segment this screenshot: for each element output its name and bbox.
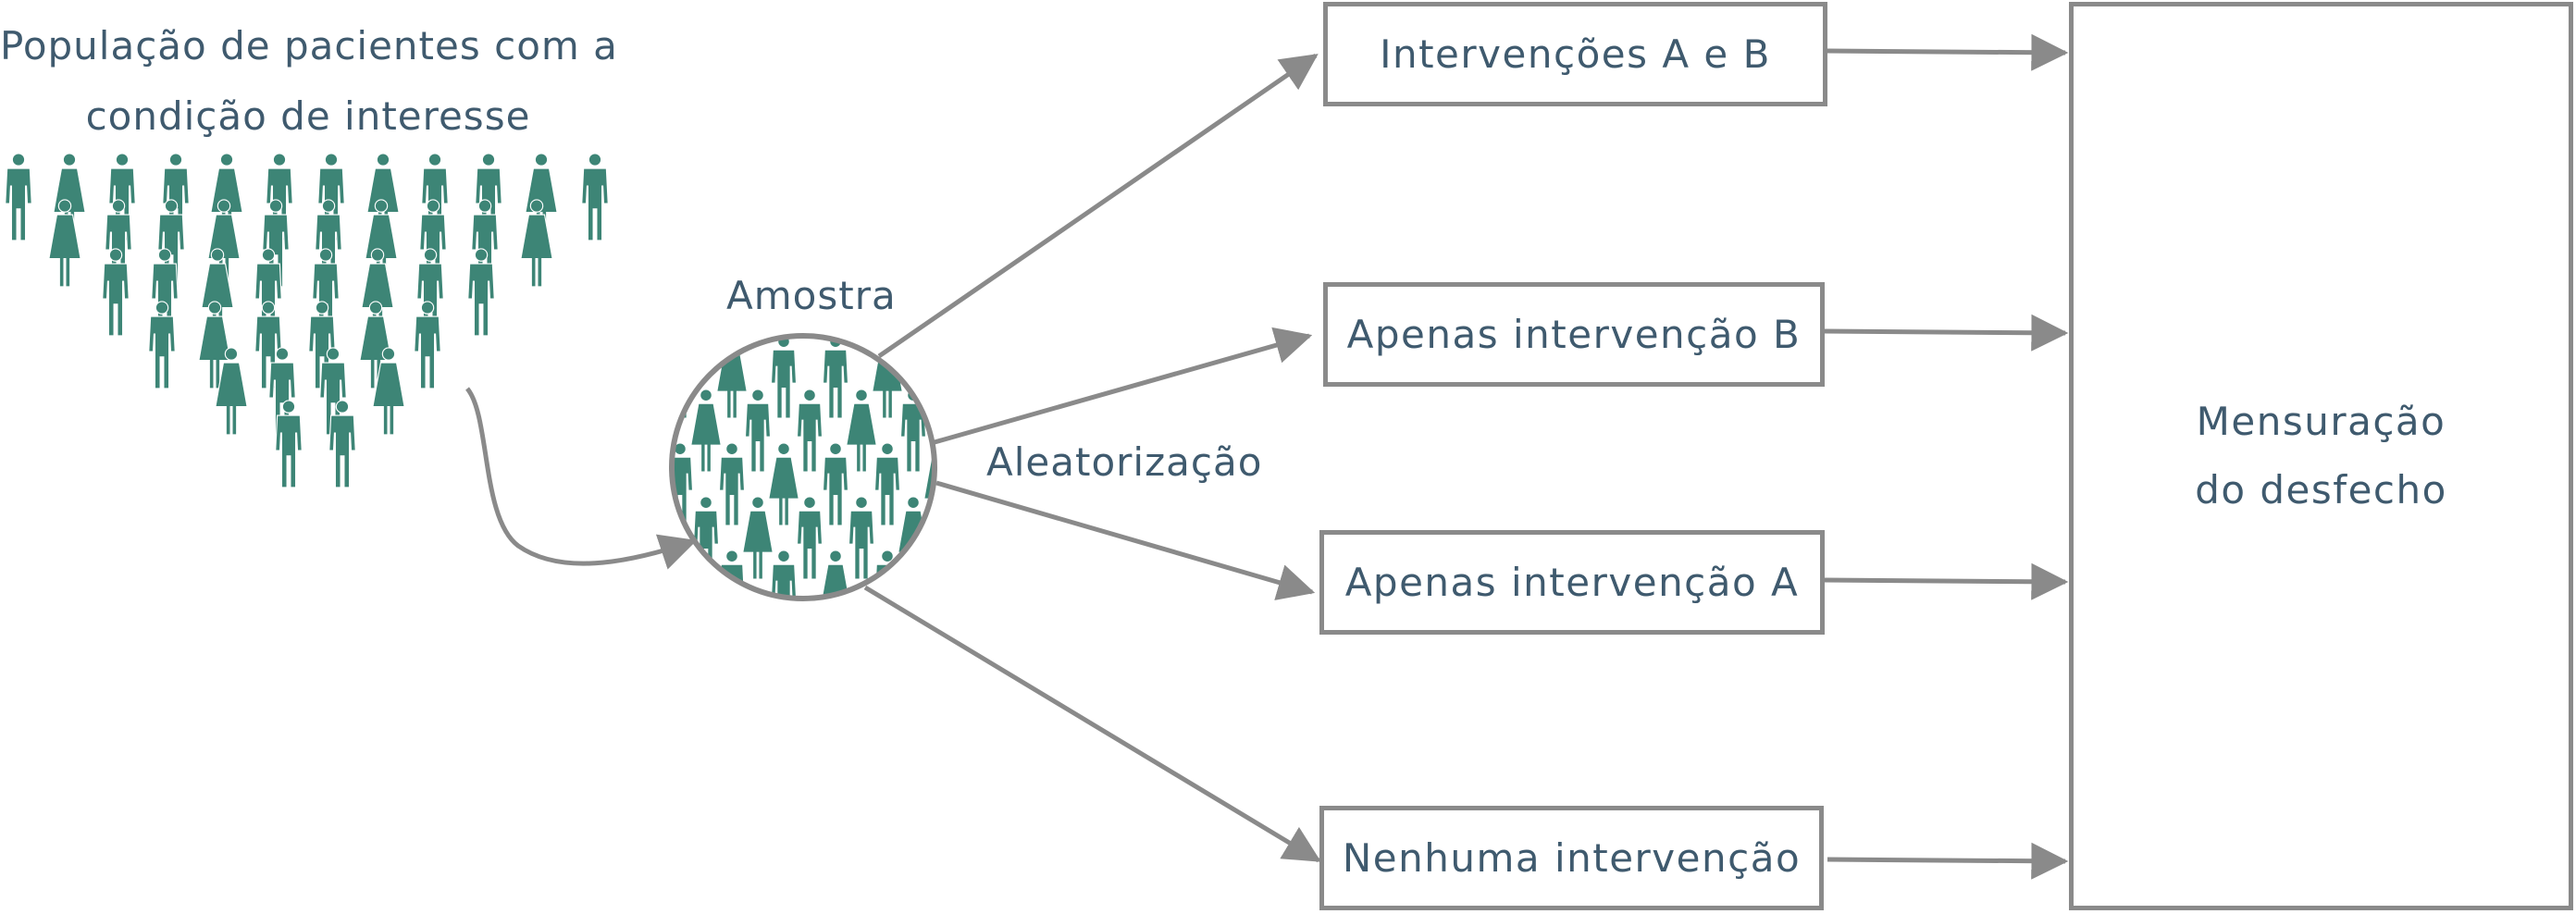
person-icon bbox=[520, 199, 553, 288]
sample-circle bbox=[669, 333, 937, 601]
arrow-to-arm-b bbox=[934, 327, 1313, 445]
person-icon bbox=[5, 153, 32, 241]
arrow-to-arm-ab bbox=[877, 53, 1319, 359]
person-icon bbox=[953, 497, 978, 579]
person-icon bbox=[846, 389, 877, 473]
person-icon bbox=[207, 199, 241, 288]
person-icon bbox=[899, 389, 927, 473]
person-icon bbox=[275, 400, 303, 488]
person-icon bbox=[581, 153, 609, 241]
person-icon bbox=[102, 248, 130, 337]
arm-box-no-intervention: Nenhuma intervenção bbox=[1319, 806, 1824, 910]
outcome-label-line-2: do desfecho bbox=[2195, 467, 2447, 513]
person-icon bbox=[48, 199, 81, 288]
population-label-line-2: condição de interesse bbox=[85, 93, 531, 139]
person-icon bbox=[148, 301, 176, 389]
arrow-to-arm-none bbox=[863, 585, 1321, 863]
outcome-measurement-box: Mensuração do desfecho bbox=[2069, 2, 2573, 910]
person-icon bbox=[770, 336, 798, 419]
person-icon bbox=[873, 442, 901, 526]
person-icon bbox=[848, 496, 875, 580]
population-label: População de pacientes com a condição de… bbox=[0, 11, 618, 152]
outcome-label: Mensuração do desfecho bbox=[2195, 388, 2447, 525]
arm-box-a-and-b: Intervenções A e B bbox=[1323, 2, 1827, 106]
person-icon bbox=[925, 336, 935, 419]
person-icon bbox=[328, 400, 356, 488]
outcome-label-line-1: Mensuração bbox=[2196, 399, 2446, 444]
person-icon bbox=[822, 442, 849, 526]
person-icon bbox=[215, 347, 248, 436]
arm-box-a-only: Apenas intervenção A bbox=[1319, 530, 1825, 635]
person-icon bbox=[925, 550, 935, 599]
person-icon bbox=[359, 301, 392, 389]
person-icon bbox=[718, 442, 746, 526]
population-label-line-1: População de pacientes com a bbox=[0, 23, 618, 68]
randomization-label: Aleatorização bbox=[986, 439, 1263, 485]
person-icon bbox=[768, 442, 799, 526]
person-icon bbox=[201, 248, 234, 337]
person-icon bbox=[822, 336, 849, 419]
arrow-ab-to-outcome bbox=[1827, 33, 2069, 71]
person-icon bbox=[796, 389, 824, 473]
person-icon bbox=[414, 301, 441, 389]
person-icon bbox=[742, 496, 774, 580]
person-icon bbox=[198, 301, 231, 389]
arm-label-b-only: Apenas intervenção B bbox=[1346, 312, 1802, 357]
arm-label-no-intervention: Nenhuma intervenção bbox=[1342, 835, 1802, 881]
person-icon bbox=[372, 347, 405, 436]
sample-label: Amostra bbox=[726, 273, 897, 318]
person-icon bbox=[770, 550, 798, 599]
arrow-b-to-outcome bbox=[1824, 314, 2069, 352]
person-icon bbox=[744, 389, 772, 473]
person-icon bbox=[467, 248, 495, 337]
arm-label-a-and-b: Intervenções A e B bbox=[1380, 31, 1771, 77]
patient-population-crowd bbox=[5, 153, 609, 488]
arrow-to-arm-a bbox=[935, 480, 1316, 600]
arrow-none-to-outcome bbox=[1827, 842, 2069, 880]
sampling-arrow bbox=[464, 387, 698, 570]
person-icon bbox=[718, 550, 746, 599]
arm-box-b-only: Apenas intervenção B bbox=[1323, 282, 1825, 387]
arm-label-a-only: Apenas intervenção A bbox=[1344, 560, 1800, 605]
arrow-a-to-outcome bbox=[1824, 562, 2069, 600]
person-icon bbox=[796, 496, 824, 580]
person-icon bbox=[672, 550, 696, 599]
person-icon bbox=[690, 389, 722, 473]
